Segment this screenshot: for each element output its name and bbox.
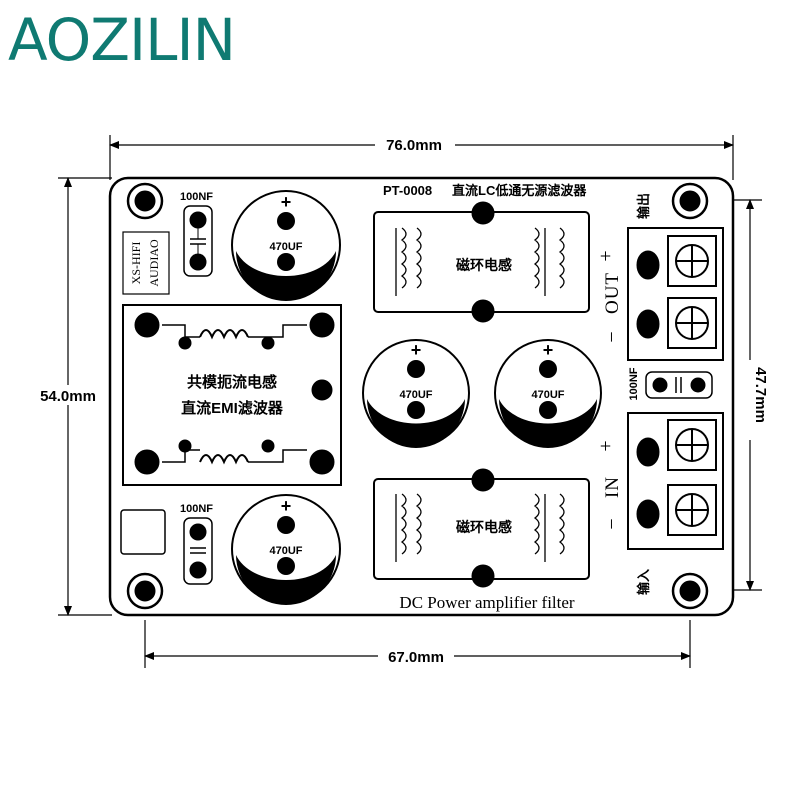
cap-470uf-top-left: +470UF [231, 190, 341, 301]
left-height-label: 54.0mm [40, 388, 96, 405]
mid-cap-label: 100NF [628, 367, 640, 400]
mid-cap [645, 371, 713, 399]
mounting-hole-top-left [126, 182, 164, 220]
out-plus-sign: + [595, 250, 617, 261]
cap-pad-positive [407, 360, 425, 378]
inductor-bottom [373, 468, 590, 588]
electrolytic-caps: +470UF+470UF+470UF+470UF [231, 190, 602, 605]
cap-pad-negative [277, 253, 295, 271]
square-pad [120, 509, 166, 555]
cap-polarity-band [236, 555, 336, 605]
mounting-hole-bottom-right [671, 572, 709, 610]
mounting-hole-top-right [671, 182, 709, 220]
cap-value-label: 470UF [269, 545, 302, 557]
inductor-top-label: 磁环电感 [456, 257, 512, 273]
terminal-block-out [627, 227, 724, 361]
cap-value-label: 470UF [399, 389, 432, 401]
cap-pad-positive [539, 360, 557, 378]
cap-100nf-bottom: 100NF [180, 503, 213, 585]
emi-label-line1: 共模扼流电感 [187, 373, 277, 391]
mounting-hole-bottom-left [126, 572, 164, 610]
cap-polarity-band [367, 399, 465, 448]
cap-pad-negative [539, 401, 557, 419]
top-width-label: 76.0mm [386, 137, 442, 154]
cap-polarity-band [236, 251, 336, 301]
cap-100nf-top: 100NF [180, 191, 213, 277]
in-minus-sign: − [601, 518, 623, 529]
out-label: OUT [602, 272, 623, 314]
emi-label-line2: 直流EMI滤波器 [181, 399, 284, 417]
inductor-top [373, 201, 590, 323]
out-minus-sign: − [601, 331, 623, 342]
cap-plus-sign: + [281, 192, 292, 212]
cap-pad-positive [277, 212, 295, 230]
cap-pad-negative [277, 557, 295, 575]
cap-plus-sign: + [281, 496, 292, 516]
in-cn-label: 输入 [636, 569, 651, 595]
bottom-width-label: 67.0mm [388, 649, 444, 666]
right-height-label: 47.7mm [752, 367, 769, 423]
xs-hifi-box [122, 231, 170, 295]
in-label: IN [602, 476, 623, 498]
cap-plus-sign: + [411, 340, 422, 360]
model-title: 直流LC低通无源滤波器 [452, 183, 587, 198]
mounting-holes [126, 182, 709, 610]
brand-logo: AOZILIN [8, 6, 236, 74]
cap-value-label: 470UF [531, 389, 564, 401]
cap-value-label: 470UF [269, 241, 302, 253]
xs-hifi-label: XS-HIFI [129, 242, 143, 285]
out-cn-label: 输出 [636, 193, 651, 219]
cap-pad-positive [277, 516, 295, 534]
cap-plus-sign: + [543, 340, 554, 360]
cap-100nf-bottom-label: 100NF [180, 503, 213, 515]
terminal-block-in [627, 412, 724, 550]
cap-pad-negative [407, 401, 425, 419]
emi-choke [122, 304, 342, 486]
cap-470uf-center-left: +470UF [362, 339, 470, 448]
cap-470uf-center-right: +470UF [494, 339, 602, 448]
audiao-label: AUDIAO [147, 239, 161, 287]
cap-100nf-top-label: 100NF [180, 191, 213, 203]
model-number: PT-0008 [383, 183, 432, 198]
footer-text: DC Power amplifier filter [399, 593, 574, 612]
cap-470uf-bottom-left: +470UF [231, 494, 341, 605]
cap-polarity-band [499, 399, 597, 448]
inductor-bottom-label: 磁环电感 [456, 519, 512, 535]
in-plus-sign: + [595, 440, 617, 451]
